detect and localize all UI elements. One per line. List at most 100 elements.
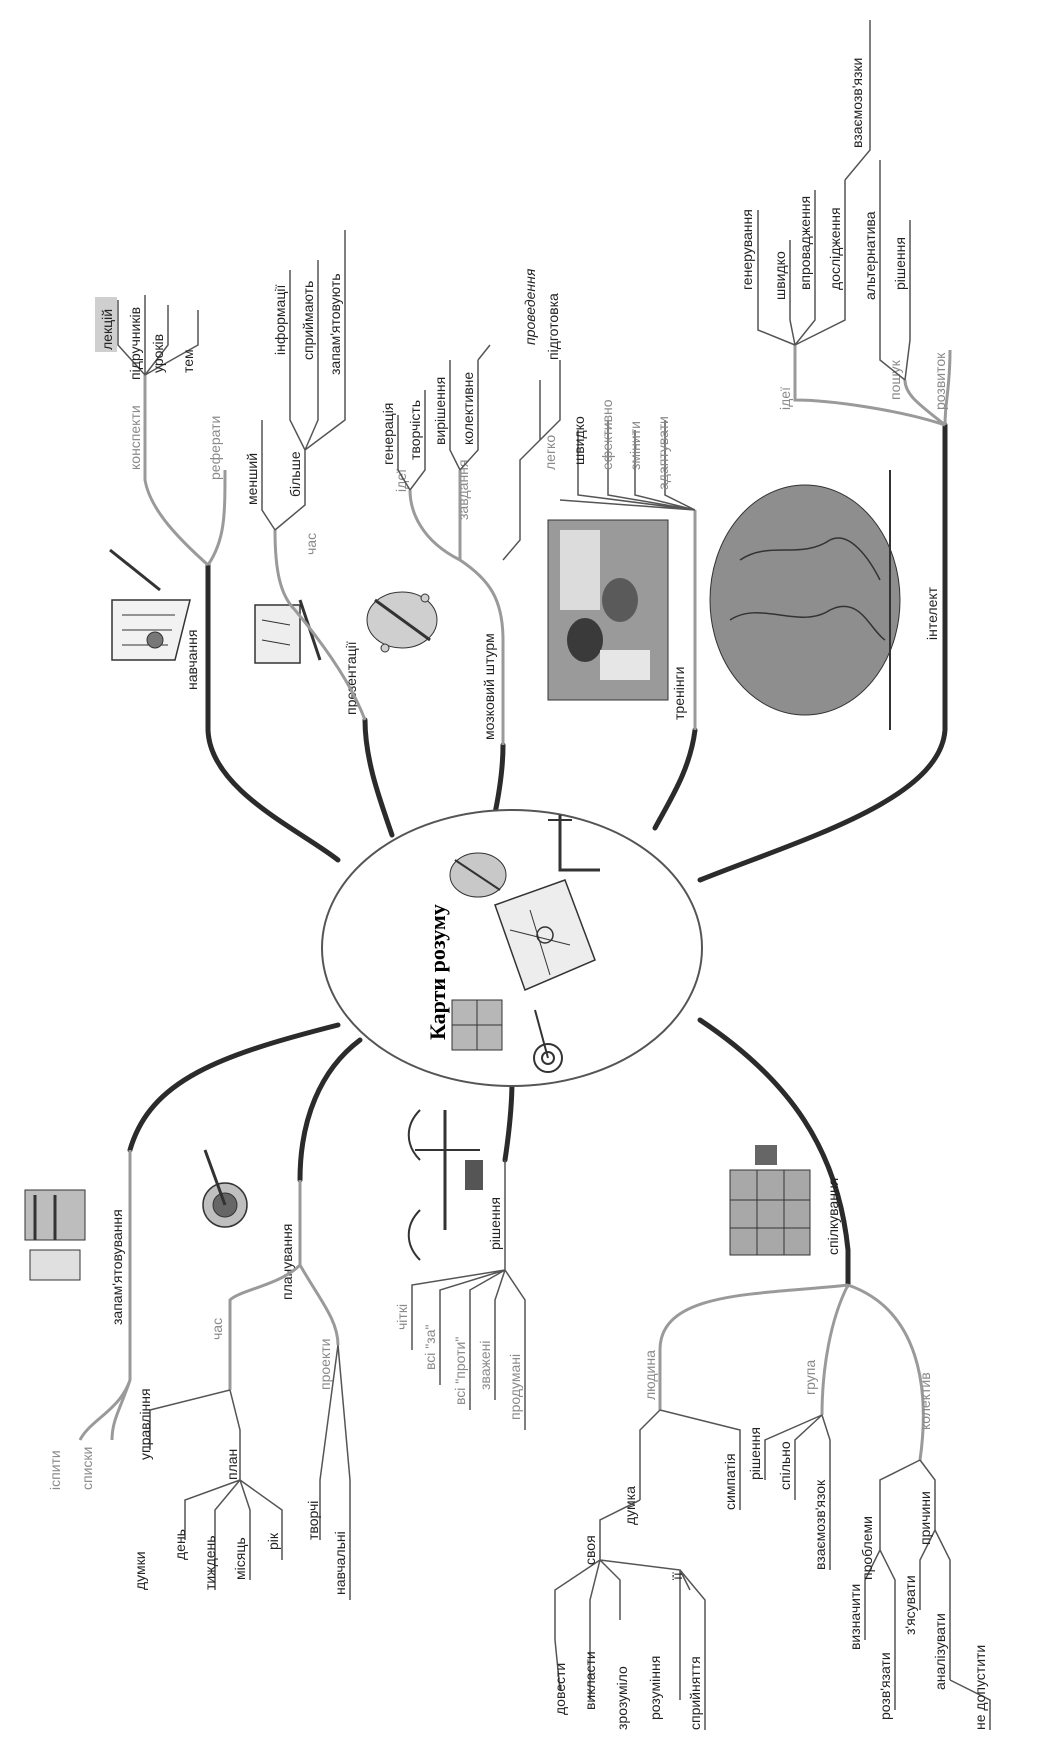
- label-chas-prezentatsii: час: [303, 533, 319, 555]
- label-dumka: думка: [622, 1486, 638, 1525]
- label-alternatyva: альтернатива: [862, 211, 878, 300]
- label-vyklasty: викласти: [582, 1651, 598, 1710]
- brainstorm-icon: [449, 852, 507, 898]
- label-shvydko-treninhy: швидко: [571, 416, 587, 465]
- study-picture: [109, 548, 191, 661]
- intelekt-sub-line: [793, 345, 952, 427]
- branch-zapamiatovuvannia: запам'ятовування іспити списки: [24, 1150, 132, 1490]
- label-informatsii: інформації: [272, 285, 288, 355]
- label-pidruchnykiv: підручників: [127, 307, 143, 380]
- label-bilshe: більше: [287, 451, 303, 497]
- branch-planuvannia: планування час проекти управління думки …: [132, 1149, 351, 1600]
- label-adaptuvaty: адаптувати: [655, 416, 671, 490]
- label-spysky: списки: [79, 1447, 95, 1490]
- branch-label-mozkovyi: мозковий штурм: [481, 633, 497, 740]
- label-chitki: чіткі: [394, 1304, 410, 1330]
- label-ispyty: іспити: [47, 1450, 63, 1490]
- label-konspekty: конспекти: [127, 405, 143, 470]
- branch-spilkuvannia-line: [697, 1017, 851, 1288]
- label-kolektyv: колектив: [917, 1372, 933, 1430]
- label-urokiv: уроків: [150, 334, 166, 373]
- prezentatsii-sub-line: [273, 529, 367, 721]
- planuvannia-sub-line: [228, 1180, 340, 1390]
- branch-label-zapamiatovuvannia: запам'ятовування: [109, 1209, 125, 1325]
- label-spilno: спільно: [777, 1441, 793, 1490]
- label-tvorchi: творчі: [305, 1501, 321, 1540]
- puzzle-picture: [729, 1145, 811, 1256]
- label-spryiniattia: сприйняття: [687, 1656, 703, 1730]
- branch-label-rishennia: рішення: [487, 1197, 503, 1250]
- label-leksiy: лекцій: [99, 309, 115, 350]
- prezentatsii-leaf-lines: [261, 230, 346, 531]
- branch-navchannya-line: [205, 562, 341, 863]
- label-rozvytok: розвиток: [932, 352, 948, 410]
- label-poshuk: пошук: [887, 359, 903, 400]
- label-chas-planuvannia: час: [209, 1318, 225, 1340]
- branch-intelekt-line: [697, 422, 948, 883]
- main-branches: [127, 422, 948, 1288]
- label-tyzhden: тиждень: [202, 1535, 218, 1590]
- mozkovyi-sub-line-idei: [408, 489, 461, 562]
- label-efektyvno: ефективно: [599, 399, 615, 470]
- label-vzaiemozviazky: взаємозв'язки: [849, 58, 865, 148]
- branch-rishennia: рішення чіткі всі "за" всі "проти" зваже…: [394, 1109, 526, 1430]
- label-vsi-za: всі "за": [422, 1325, 438, 1370]
- label-ii: її: [669, 1572, 685, 1581]
- branch-treninhy-line: [652, 727, 698, 831]
- label-heneratsiia: генерація: [380, 403, 396, 465]
- label-zminyty: змінити: [627, 421, 643, 470]
- branch-label-intelekt: інтелект: [924, 586, 940, 640]
- label-referaty: реферати: [207, 416, 223, 480]
- brainstorm-picture: [366, 591, 438, 653]
- label-zrozumilo: зрозуміло: [614, 1666, 630, 1730]
- books-picture: [24, 1189, 86, 1281]
- branch-spilkuvannia: спілкування людина група колектив думка …: [552, 1145, 991, 1730]
- pointer-icon: [548, 815, 600, 872]
- label-problemy: проблеми: [859, 1516, 875, 1580]
- label-idei-intelekt: ідеї: [777, 387, 793, 410]
- label-kolektyvne: колективне: [460, 372, 476, 445]
- label-rishennia-intelekt: рішення: [892, 237, 908, 290]
- branch-label-planuvannia: планування: [279, 1224, 295, 1300]
- label-provedennia: проведення: [522, 268, 538, 345]
- label-ne-dopustyty: не допустити: [972, 1645, 988, 1730]
- label-rozviazaty: розв'язати: [877, 1652, 893, 1720]
- label-pidhotovka: підготовка: [545, 293, 561, 360]
- highlight-leksiy: [95, 297, 117, 352]
- label-lehko: легко: [542, 435, 558, 470]
- training-photo: [547, 519, 669, 701]
- label-zavdannia: завдання: [455, 460, 471, 520]
- label-vzaiemozviazok: взаємозв'язок: [812, 1479, 828, 1570]
- label-zapamiatovuiut: запам'ятовують: [327, 273, 343, 375]
- mind-map-paper-icon: [494, 879, 596, 992]
- label-rik: рік: [265, 1532, 281, 1550]
- konspekty-leaf-lines: [117, 295, 199, 376]
- label-prychyny: причини: [917, 1491, 933, 1545]
- center-node: Карти розуму: [321, 809, 703, 1087]
- branch-label-spilkuvannia: спілкування: [825, 1178, 841, 1255]
- branch-label-navchannya: навчання: [184, 630, 200, 690]
- rishennia-leaf-lines: [411, 1160, 526, 1430]
- label-vyznachyty: визначити: [847, 1584, 863, 1650]
- label-den: день: [172, 1529, 188, 1560]
- branch-planuvannia-line: [297, 1037, 363, 1183]
- label-liudyna: людина: [642, 1350, 658, 1400]
- brain-picture: [709, 470, 901, 730]
- label-vsi-proty: всі "проти": [452, 1337, 468, 1405]
- label-dumky: думки: [132, 1551, 148, 1590]
- label-vprovadzhennia: впровадження: [797, 196, 813, 290]
- label-spryimaiut: сприймають: [300, 281, 316, 360]
- branch-mozkovyi-line: [491, 742, 506, 821]
- target-picture: [202, 1149, 248, 1228]
- branch-prezentatsii: презентації час менший більше інформації…: [244, 230, 367, 721]
- target-icon: [533, 1009, 563, 1073]
- treninhy-leaf-lines: [559, 420, 696, 511]
- label-misiats: місяць: [232, 1537, 248, 1580]
- branch-intelekt: інтелект ідеї пошук розвиток генерування…: [709, 20, 952, 730]
- presentation-picture: [254, 599, 322, 664]
- label-rishennia-spilkuvannia: рішення: [747, 1427, 763, 1480]
- puzzle-icon: [451, 999, 503, 1051]
- branch-label-treninhy: тренінги: [671, 667, 687, 720]
- label-menshyi: менший: [244, 453, 260, 505]
